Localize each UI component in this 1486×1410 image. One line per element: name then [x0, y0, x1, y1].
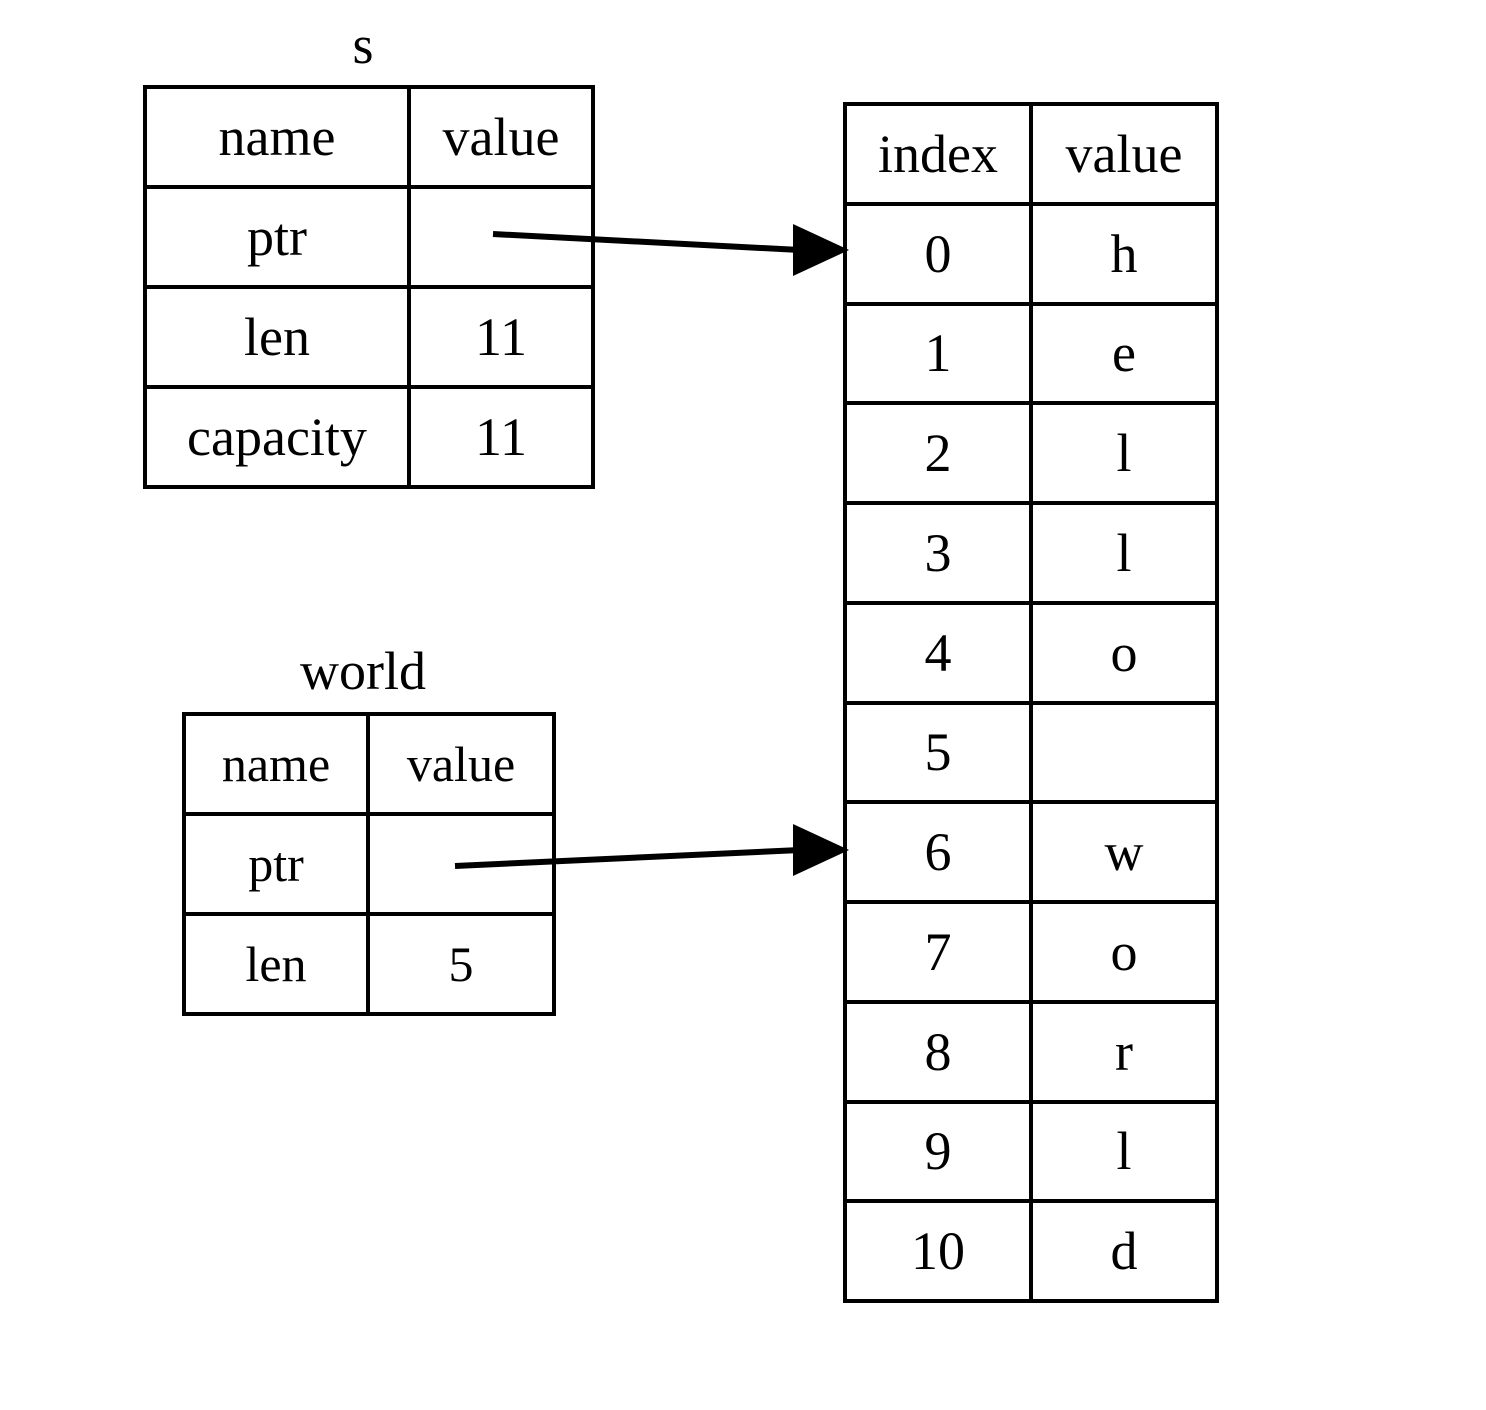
buffer-index-5: 5 — [843, 700, 1033, 805]
table-row: 1 e — [843, 301, 1219, 406]
buffer-index-6: 6 — [843, 800, 1033, 904]
s-struct-table: name value ptr len 11 capacity 11 — [143, 85, 595, 489]
table-row: 10 d — [843, 1199, 1219, 1303]
buffer-index-8: 8 — [843, 999, 1033, 1104]
table-row: len 11 — [143, 285, 595, 389]
buffer-value-7: o — [1029, 900, 1219, 1004]
table-row: capacity 11 — [143, 385, 595, 489]
buffer-header-index: index — [843, 102, 1033, 206]
s-row-ptr-name: ptr — [143, 185, 411, 289]
table-row: 0 h — [843, 201, 1219, 306]
buffer-value-4: o — [1029, 600, 1219, 705]
buffer-index-0: 0 — [843, 201, 1033, 306]
world-row-len-value: 5 — [366, 912, 556, 1016]
table-row: 2 l — [843, 401, 1219, 505]
buffer-value-1: e — [1029, 301, 1219, 406]
table-header-row: name value — [182, 712, 556, 816]
table-header-row: name value — [143, 85, 595, 189]
table-row: ptr — [143, 185, 595, 289]
world-row-len-name: len — [182, 912, 370, 1016]
buffer-table: index value 0 h 1 e 2 l 3 l 4 o — [843, 102, 1219, 1303]
table-header-row: index value — [843, 102, 1219, 206]
world-row-ptr-name: ptr — [182, 812, 370, 916]
buffer-header-value: value — [1029, 102, 1219, 206]
buffer-value-5 — [1029, 700, 1219, 805]
world-header-value: value — [366, 712, 556, 816]
buffer-index-3: 3 — [843, 501, 1033, 605]
s-row-len-name: len — [143, 285, 411, 389]
buffer-index-7: 7 — [843, 900, 1033, 1004]
s-row-ptr-value — [407, 185, 595, 289]
table-row: 9 l — [843, 1099, 1219, 1204]
buffer-value-2: l — [1029, 401, 1219, 505]
s-ptr-arrow-head — [793, 224, 849, 276]
world-struct-caption: world — [300, 641, 426, 701]
buffer-index-4: 4 — [843, 600, 1033, 705]
buffer-value-9: l — [1029, 1099, 1219, 1204]
table-row: 3 l — [843, 501, 1219, 605]
s-row-capacity-value: 11 — [407, 385, 595, 489]
table-row: 6 w — [843, 800, 1219, 904]
table-row: 7 o — [843, 900, 1219, 1004]
s-header-name: name — [143, 85, 411, 189]
world-row-ptr-value — [366, 812, 556, 916]
buffer-index-2: 2 — [843, 401, 1033, 505]
table-row: ptr — [182, 812, 556, 916]
s-header-value: value — [407, 85, 595, 189]
buffer-value-3: l — [1029, 501, 1219, 605]
table-row: len 5 — [182, 912, 556, 1016]
buffer-value-8: r — [1029, 999, 1219, 1104]
buffer-index-9: 9 — [843, 1099, 1033, 1204]
buffer-index-1: 1 — [843, 301, 1033, 406]
buffer-value-0: h — [1029, 201, 1219, 306]
s-row-len-value: 11 — [407, 285, 595, 389]
world-header-name: name — [182, 712, 370, 816]
world-ptr-arrow-head — [793, 824, 849, 876]
buffer-index-10: 10 — [843, 1199, 1033, 1303]
buffer-value-10: d — [1029, 1199, 1219, 1303]
table-row: 4 o — [843, 600, 1219, 705]
table-row: 8 r — [843, 999, 1219, 1104]
table-row: 5 — [843, 700, 1219, 805]
buffer-value-6: w — [1029, 800, 1219, 904]
s-struct-caption: s — [352, 15, 374, 75]
world-struct-table: name value ptr len 5 — [182, 712, 556, 1016]
s-row-capacity-name: capacity — [143, 385, 411, 489]
